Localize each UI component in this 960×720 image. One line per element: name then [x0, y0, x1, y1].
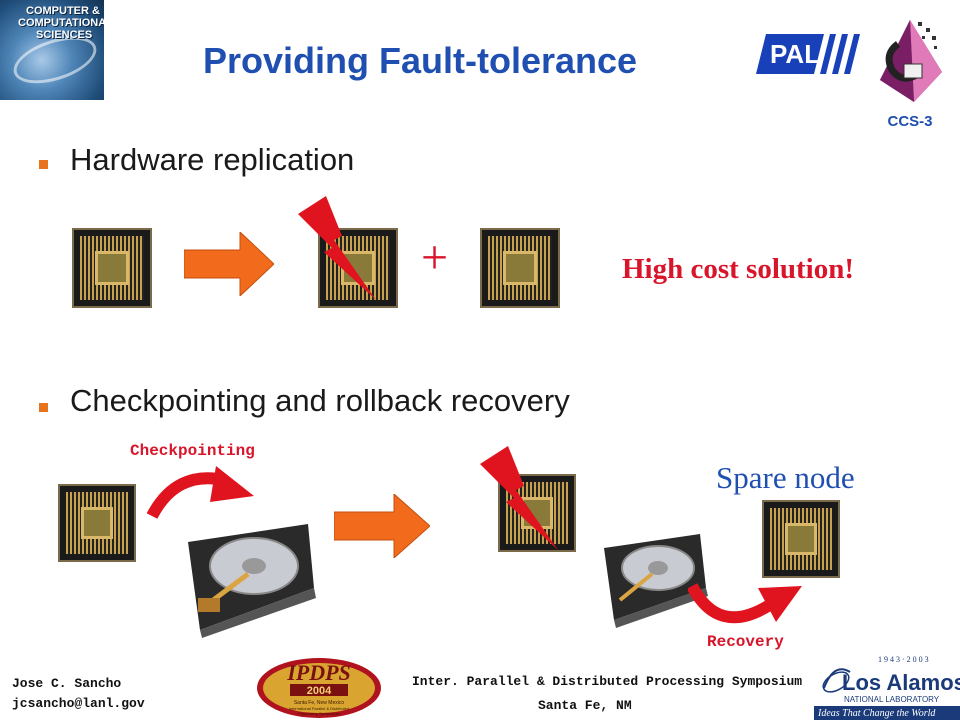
processor-chip-replica	[480, 228, 560, 308]
author-name: Jose C. Sancho	[12, 676, 122, 691]
author-email: jcsancho@lanl.gov	[12, 696, 145, 711]
lightning-bolt-icon-2	[480, 446, 558, 550]
processor-chip-checkpoint	[58, 484, 136, 562]
ipdps-logo-name: IPDPS	[286, 660, 351, 685]
ipdps-logo-sub1: International Parallel & Distributed	[289, 706, 349, 711]
hard-disk-icon-1	[188, 524, 316, 638]
checkpointing-label: Checkpointing	[130, 442, 255, 460]
high-cost-note: High cost solution!	[622, 253, 855, 285]
ipdps-logo-year: 2004	[307, 685, 332, 697]
ccs-logo-line3: SCIENCES	[36, 29, 93, 41]
lanl-logo-name: Los Alamos	[842, 670, 960, 695]
pal-logo-text: PAL	[770, 39, 820, 69]
recovery-label: Recovery	[707, 633, 784, 651]
curved-arrow-recovery	[688, 583, 802, 624]
bullet-checkpointing-rollback: Checkpointing and rollback recovery	[70, 383, 570, 418]
ccs3-logo	[880, 20, 942, 102]
spare-node-label: Spare node	[716, 460, 855, 495]
ccs-logo-line1: COMPUTER &	[26, 5, 100, 17]
slide-title: Providing Fault-tolerance	[202, 40, 638, 81]
ipdps-logo: IPDPS 2004 Santa Fe, New Mexico Internat…	[257, 658, 381, 718]
orange-arrow-2	[334, 494, 430, 558]
los-alamos-logo: 1 9 4 3 · 2 0 0 3 Los Alamos NATIONAL LA…	[814, 655, 960, 720]
plus-sign: +	[421, 231, 449, 284]
orange-arrow-1	[184, 232, 274, 296]
bullet-hardware-replication: Hardware replication	[70, 142, 355, 177]
lanl-logo-lab: NATIONAL LABORATORY	[844, 695, 940, 704]
symposium-name: Inter. Parallel & Distributed Processing…	[412, 674, 803, 689]
pal-logo: PAL	[756, 34, 860, 74]
ccs-logo-line2: COMPUTATIONAL	[18, 17, 104, 29]
lightning-bolt-icon-1	[298, 196, 376, 300]
ccs-logo: COMPUTER & COMPUTATIONAL SCIENCES	[0, 0, 104, 100]
ipdps-logo-place: Santa Fe, New Mexico	[294, 700, 345, 706]
lanl-logo-tagline: Ideas That Change the World	[817, 708, 936, 719]
curved-arrow-checkpoint	[146, 466, 254, 519]
processor-chip-original	[72, 228, 152, 308]
hard-disk-icon-2	[604, 534, 708, 628]
symposium-location: Santa Fe, NM	[538, 698, 632, 713]
lanl-logo-years: 1 9 4 3 · 2 0 0 3	[878, 655, 929, 664]
processor-chip-spare	[762, 500, 840, 578]
ipdps-logo-sub2: Processing Symposium	[298, 711, 340, 716]
bullet-marker-2	[39, 403, 48, 412]
ccs3-label: CCS-3	[887, 113, 933, 130]
bullet-marker-1	[39, 160, 48, 169]
